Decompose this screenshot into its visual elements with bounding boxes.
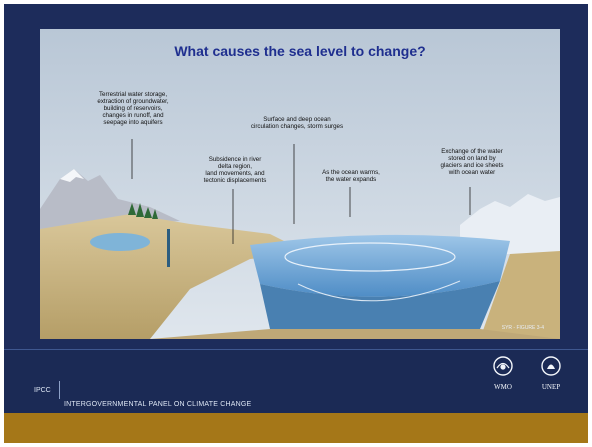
ipcc-full-name: INTERGOVERNMENTAL PANEL ON CLIMATE CHANG… [64,401,252,408]
unep-emblem-icon [541,356,561,376]
footer-rule [4,349,588,350]
sea-level-illustration [40,29,560,339]
annotation-circulation: Surface and deep ocean circulation chang… [250,116,344,130]
trees [128,203,158,219]
reservoir-lake [90,233,150,251]
deep-current [297,280,461,302]
annotation-terrestrial: Terrestrial water storage, extraction of… [97,91,169,126]
wmo-emblem-icon [493,356,513,376]
annotation-subsidence: Subsidence in river delta region, land m… [203,156,267,184]
wmo-logo: WMO [482,355,524,395]
left-mountains [40,169,180,229]
snow-caps-left [60,169,84,182]
figure-reference: SYR - FIGURE 3-4 [501,325,544,331]
ocean-depth [260,281,500,329]
ipcc-divider [59,381,60,399]
slide: What causes the sea level to change? Ter… [4,4,588,443]
ipcc-short-name: IPCC [34,387,51,394]
wmo-label: WMO [494,383,512,391]
figure-panel: What causes the sea level to change? Ter… [40,29,560,339]
slide-title: What causes the sea level to change? [174,43,426,59]
footer-band: IPCC INTERGOVERNMENTAL PANEL ON CLIMATE … [4,349,588,413]
accent-bar [4,413,588,443]
annotation-warming: As the ocean warms, the water expands [322,169,380,183]
groundwater-well [167,229,170,267]
sea-floor [150,329,560,339]
unep-logo: UNEP [530,355,572,395]
right-ground [480,251,560,339]
annotation-exchange: Exchange of the water stored on land by … [440,148,504,176]
circulation-ring [284,242,456,272]
unep-label: UNEP [541,383,561,391]
